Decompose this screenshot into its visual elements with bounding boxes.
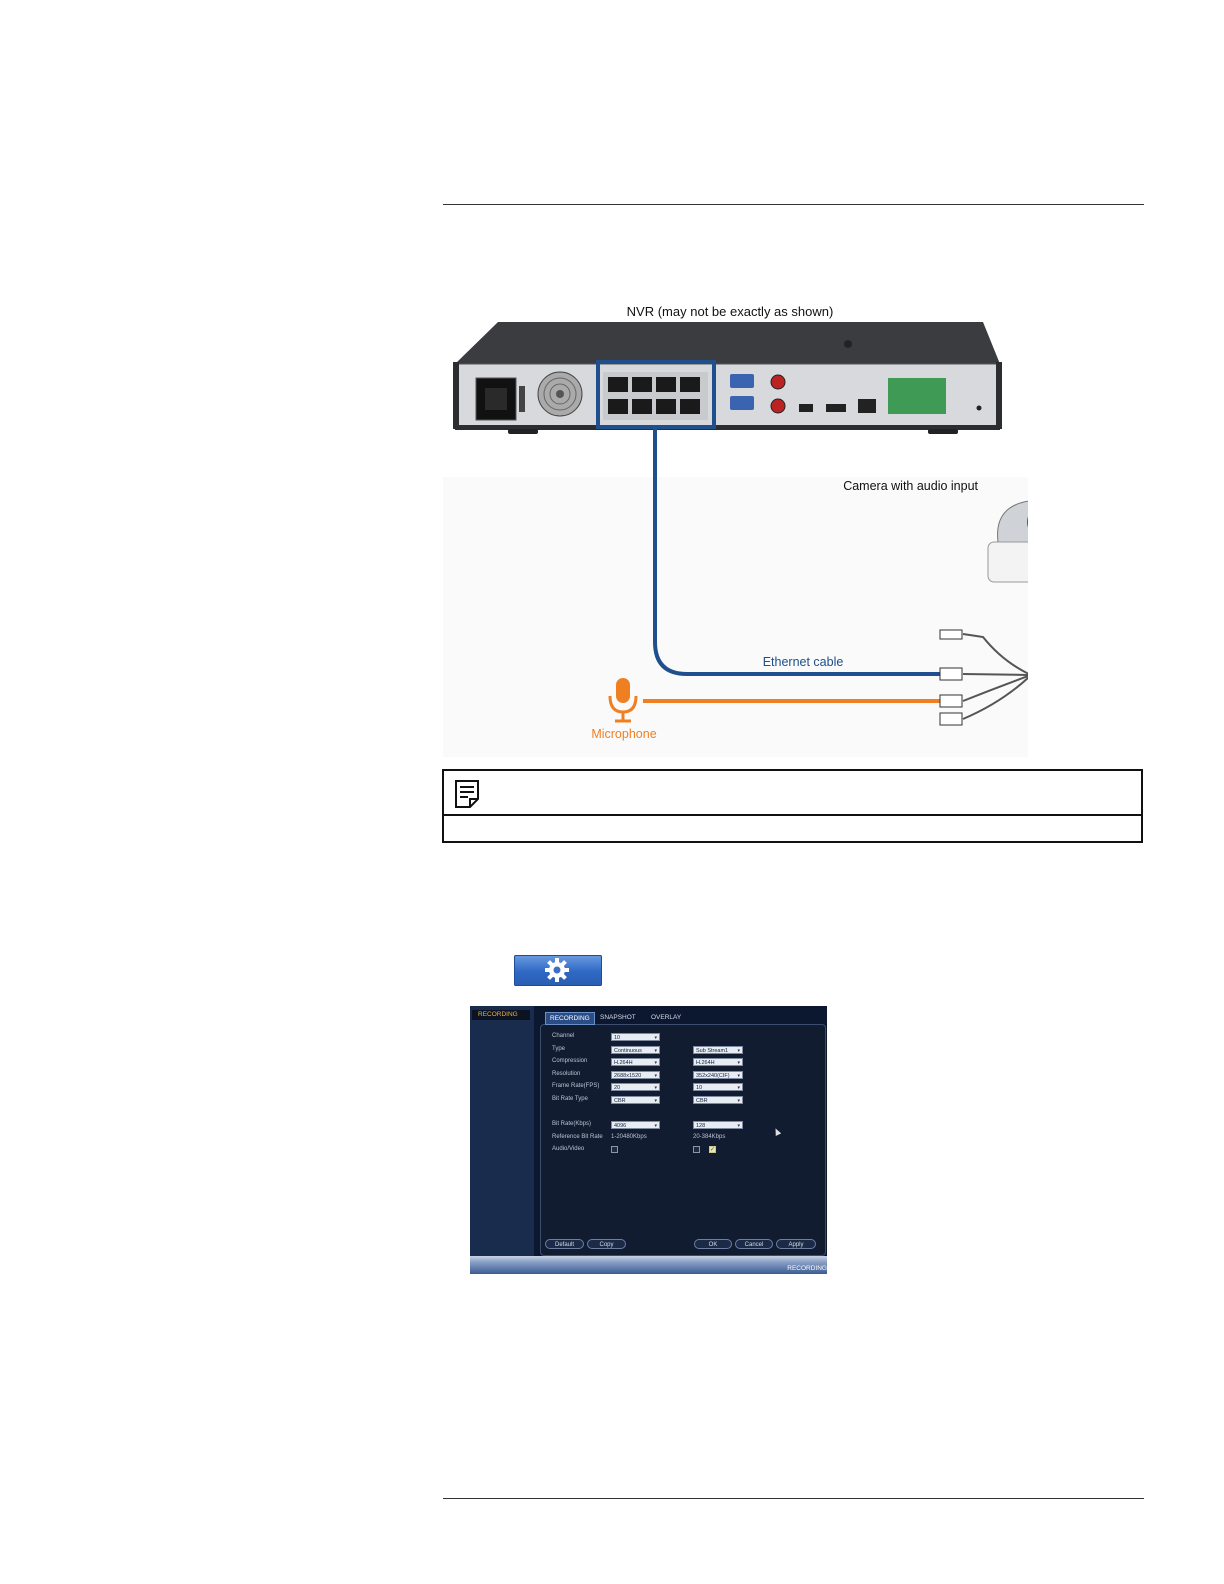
sidebar-item-recording[interactable]: RECORDING [472,1010,530,1020]
main-compression-select[interactable]: H.264H ▾ [611,1058,660,1066]
recording-settings-window: RECORDING RECORDING SNAPSHOT OVERLAY Cha… [470,1006,827,1274]
settings-button[interactable] [514,955,602,986]
alarm-terminal-block [888,378,946,414]
footer-rule [443,1498,1144,1499]
sub-bit-rate-type-value: CBR [696,1098,708,1104]
sub-compression-value: H.264H [696,1060,715,1066]
ethernet-label: Ethernet cable [763,655,844,669]
microphone-label: Microphone [591,727,656,741]
audio-in-connector [939,694,963,708]
audio-in-port [770,374,786,390]
diagram-background [443,477,1028,757]
sub-reference-bit-rate: 20-384Kbps [693,1134,726,1140]
chevron-down-icon: ▾ [737,1098,740,1104]
dome-camera-icon [987,500,1028,583]
main-resolution-select[interactable]: 2688x1520 ▾ [611,1071,660,1079]
sub-frame-rate-value: 10 [696,1085,703,1091]
chevron-down-icon: ▾ [737,1085,740,1091]
chevron-down-icon: ▾ [737,1073,740,1079]
chevron-down-icon: ▾ [737,1048,740,1054]
ethernet-cable [653,427,943,676]
copy-button[interactable]: Copy [587,1239,626,1249]
note-divider [444,814,1141,816]
microphone-icon [608,678,638,723]
chevron-down-icon: ▾ [654,1073,657,1079]
chevron-down-icon: ▾ [654,1123,657,1129]
resolution-label: Resolution [552,1071,581,1077]
sub-resolution-select[interactable]: 352x240(CIF) ▾ [693,1071,743,1079]
chevron-down-icon: ▾ [654,1085,657,1091]
nvr-label: NVR (may not be exactly as shown) [627,304,834,319]
sub-bit-rate-value: 128 [696,1123,706,1129]
bit-rate-label: Bit Rate(Kbps) [552,1121,592,1127]
chevron-down-icon: ▾ [654,1098,657,1104]
tab-recording[interactable]: RECORDING [545,1012,595,1025]
audio-video-label: Audio/Video [552,1146,585,1152]
vga-port [730,374,754,388]
main-bit-rate-type-value: CBR [614,1098,626,1104]
main-frame-rate-value: 20 [614,1085,621,1091]
usb-port [799,404,813,412]
frame-rate-label: Frame Rate(FPS) [552,1083,600,1089]
main-reference-bit-rate: 1-20480Kbps [611,1134,647,1140]
sub-compression-select[interactable]: H.264H ▾ [693,1058,743,1066]
channel-select[interactable]: 10 ▾ [611,1033,660,1041]
audio-out-connector [939,712,963,726]
tab-snapshot[interactable]: SNAPSHOT [600,1014,636,1021]
main-type-select[interactable]: Continuous ▾ [611,1046,660,1054]
channel-value: 10 [614,1035,621,1041]
chevron-down-icon: ▾ [654,1048,657,1054]
cancel-button[interactable]: Cancel [735,1239,773,1249]
sub-bit-rate-select[interactable]: 128 ▾ [693,1121,743,1129]
sub-frame-rate-select[interactable]: 10 ▾ [693,1083,743,1091]
chevron-down-icon: ▾ [737,1123,740,1129]
camera-label: Camera with audio input [843,479,978,493]
main-resolution-value: 2688x1520 [614,1073,642,1079]
type-label: Type [552,1046,566,1052]
chevron-down-icon: ▾ [654,1035,657,1041]
apply-button[interactable]: Apply [776,1239,816,1249]
bit-rate-type-label: Bit Rate Type [552,1096,588,1102]
dc-connector [939,629,963,640]
nvr-top [455,322,1000,364]
reference-bit-rate-label: Reference Bit Rate [552,1134,603,1140]
main-type-value: Continuous [614,1048,642,1054]
rj45-connector [939,667,963,681]
tab-overlay[interactable]: OVERLAY [651,1014,682,1021]
header-rule [443,204,1144,205]
sub-resolution-value: 352x240(CIF) [696,1073,730,1079]
chevron-down-icon: ▾ [737,1060,740,1066]
main-audio-video-checkbox[interactable] [611,1146,618,1153]
audio-out-port [770,398,786,414]
main-frame-rate-select[interactable]: 20 ▾ [611,1083,660,1091]
main-bit-rate-value: 4096 [614,1123,627,1129]
compression-label: Compression [552,1058,588,1064]
chevron-down-icon: ▾ [654,1060,657,1066]
sub-type-value: Sub Stream1 [696,1048,729,1054]
status-bar-text: RECORDING [787,1265,827,1272]
recording-sidebar: RECORDING [470,1006,534,1274]
main-bit-rate-type-select[interactable]: CBR ▾ [611,1096,660,1104]
default-button[interactable]: Default [545,1239,584,1249]
status-bar: RECORDING [470,1256,827,1274]
note-icon [455,780,479,808]
sub-type-select[interactable]: Sub Stream1 ▾ [693,1046,743,1054]
main-compression-value: H.264H [614,1060,633,1066]
sub-video-checkbox[interactable]: ✓ [709,1146,716,1153]
sub-audio-checkbox[interactable] [693,1146,700,1153]
ok-button[interactable]: OK [694,1239,732,1249]
note-box [442,769,1143,843]
connection-diagram: NVR (may not be exactly as shown) [443,282,1028,758]
hdmi-port [826,404,846,412]
main-bit-rate-select[interactable]: 4096 ▾ [611,1121,660,1129]
lan-port [858,399,876,413]
sub-bit-rate-type-select[interactable]: CBR ▾ [693,1096,743,1104]
channel-label: Channel [552,1033,575,1039]
recording-panel [540,1024,826,1256]
poe-ports [603,372,708,420]
gear-icon [545,958,569,982]
